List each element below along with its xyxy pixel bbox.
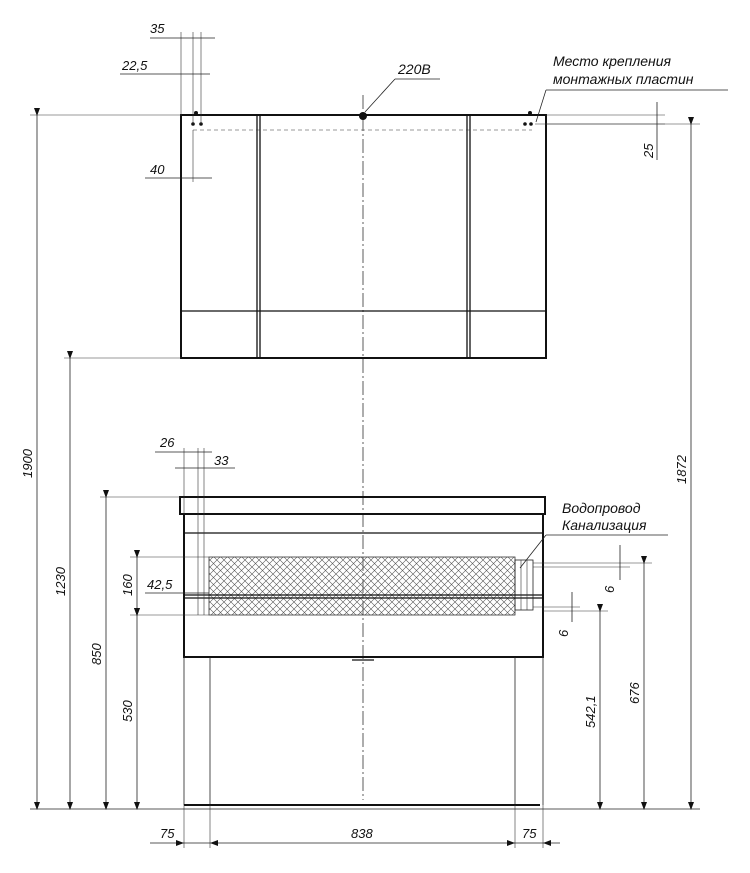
mounting-label-line1: Место крепления bbox=[553, 53, 672, 69]
vanity-cabinet bbox=[179, 496, 546, 805]
dim-22-5: 22,5 bbox=[121, 58, 148, 73]
dim-25: 25 bbox=[641, 143, 656, 159]
dim-6-bottom: 6 bbox=[556, 629, 571, 637]
dim-160: 160 bbox=[120, 574, 135, 596]
dim-35: 35 bbox=[150, 21, 165, 36]
dim-26: 26 bbox=[159, 435, 175, 450]
dim-542-1: 542,1 bbox=[583, 695, 598, 728]
mounting-label-line2: монтажных пластин bbox=[553, 71, 694, 87]
dim-42-5: 42,5 bbox=[147, 577, 173, 592]
dim-6-top: 6 bbox=[602, 585, 617, 593]
power-label: 220В bbox=[397, 61, 431, 77]
mirror-cabinet bbox=[180, 111, 547, 359]
dim-530: 530 bbox=[120, 700, 135, 722]
water-label-line1: Водопровод bbox=[562, 500, 641, 516]
dim-75-left: 75 bbox=[160, 826, 175, 841]
dim-1872: 1872 bbox=[674, 454, 689, 484]
dim-838: 838 bbox=[351, 826, 373, 841]
dim-1230: 1230 bbox=[53, 566, 68, 596]
dim-40: 40 bbox=[150, 162, 165, 177]
dim-75-right: 75 bbox=[522, 826, 537, 841]
dim-850: 850 bbox=[89, 643, 104, 665]
dim-1900: 1900 bbox=[20, 448, 35, 478]
dim-33: 33 bbox=[214, 453, 229, 468]
dim-676: 676 bbox=[627, 682, 642, 704]
power-outlet-dot bbox=[359, 112, 367, 120]
water-label-line2: Канализация bbox=[562, 517, 647, 533]
